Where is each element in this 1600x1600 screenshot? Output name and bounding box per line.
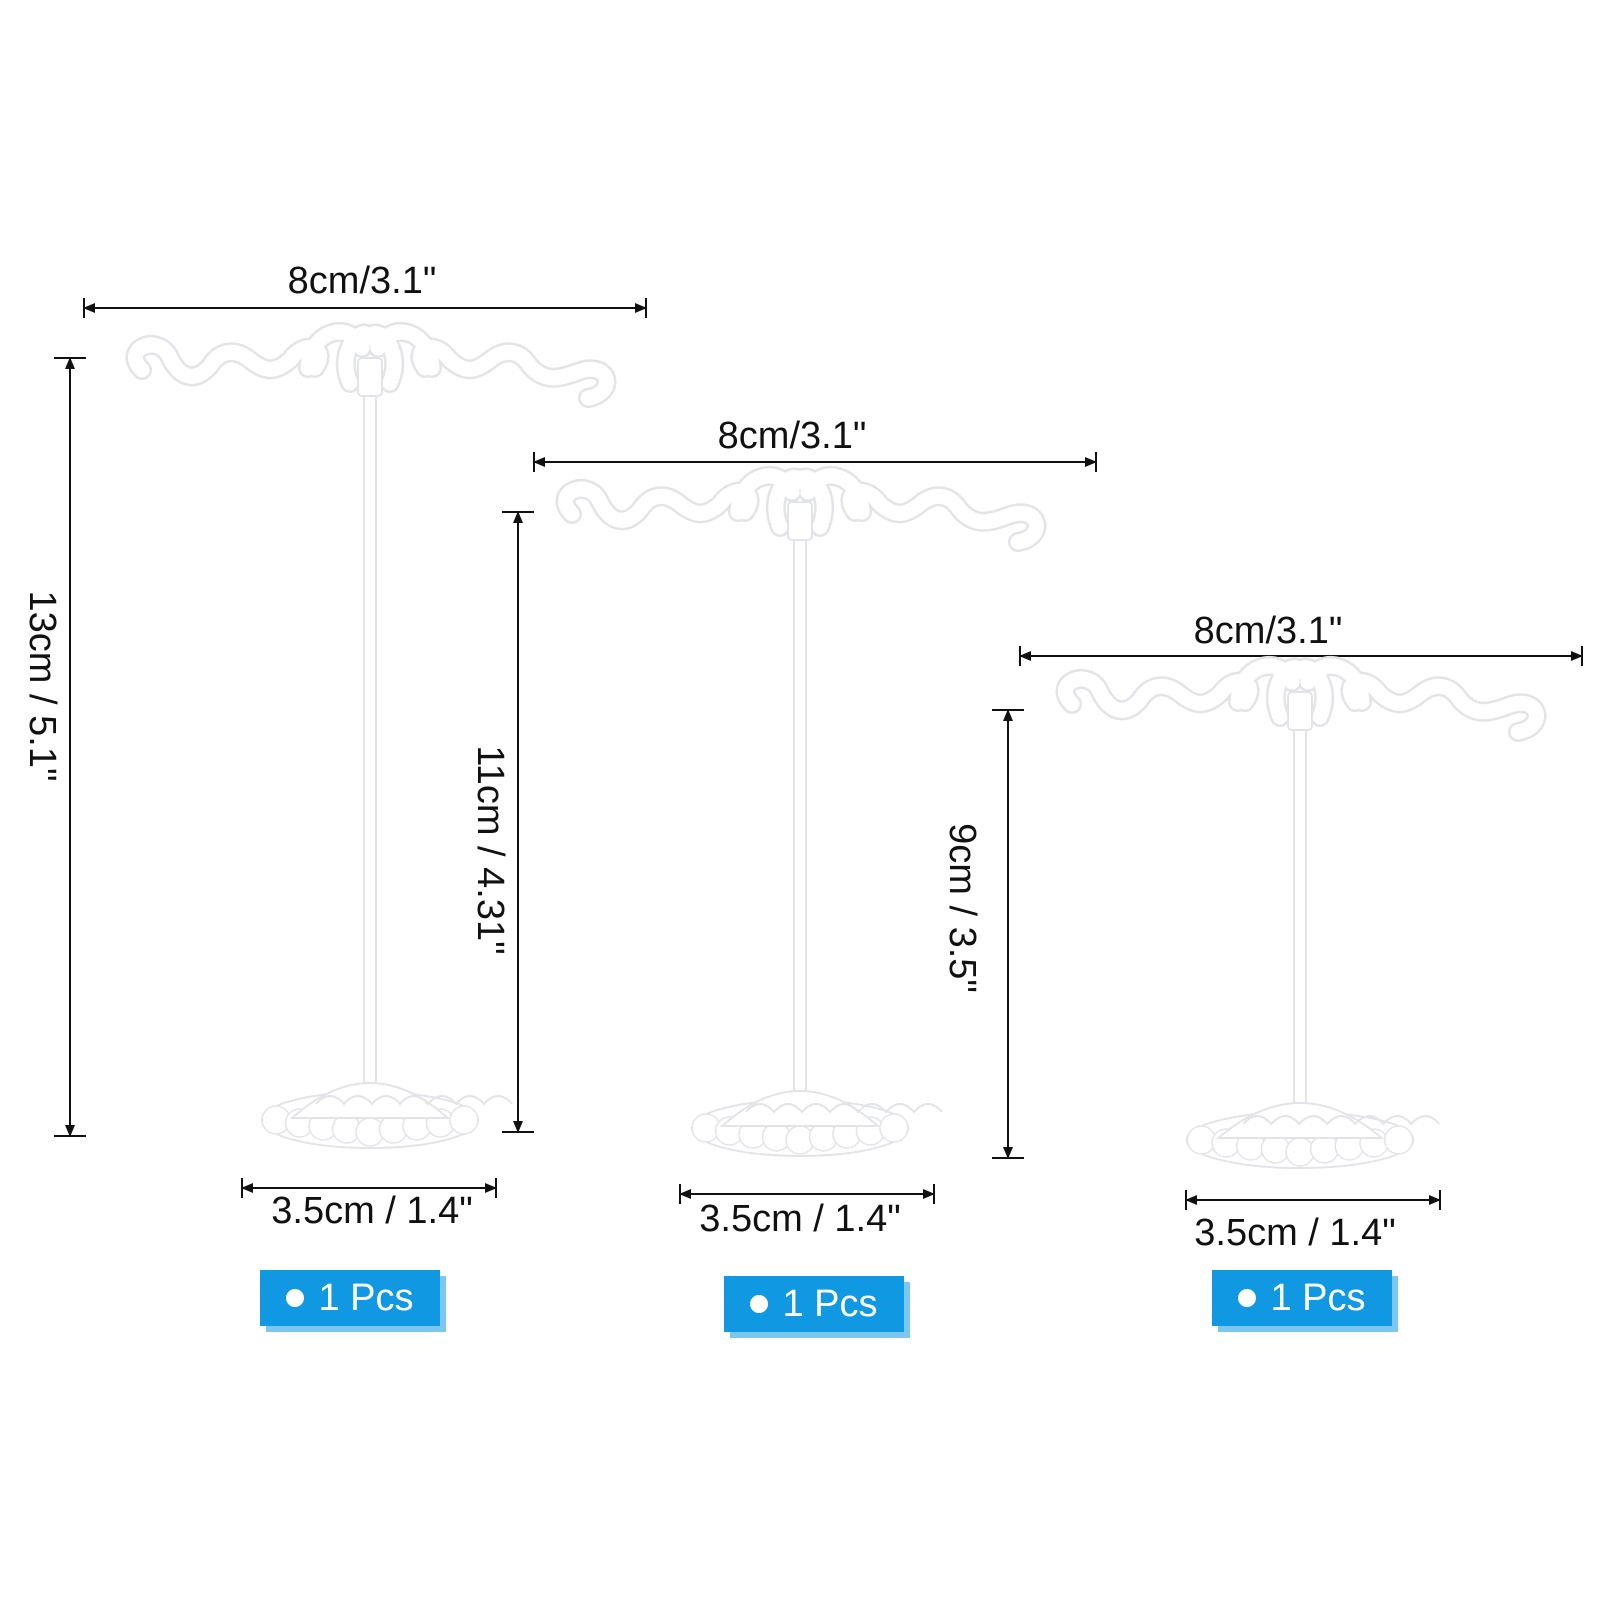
stand-3-width-label: 8cm/3.1"	[1193, 610, 1343, 652]
stand-2-width-dimension	[533, 452, 1097, 472]
stand-3-height-dimension	[992, 709, 1024, 1159]
stand-arm	[558, 468, 1044, 550]
stand-arm	[1058, 658, 1544, 740]
stand-2-base-label: 3.5cm / 1.4"	[699, 1198, 901, 1240]
stand-base-scallop	[1260, 1134, 1291, 1164]
stand-hub	[787, 501, 813, 541]
stand-1-height-label: 13cm / 5.1"	[21, 590, 63, 782]
stand-base-scallop	[1285, 1137, 1315, 1167]
stand-1-width-label: 8cm/3.1"	[287, 260, 437, 302]
earring-stand-1	[125, 322, 617, 1149]
earring-stand-2	[555, 466, 1047, 1157]
stand-hub	[1287, 691, 1313, 731]
stand-1-width-dimension	[83, 298, 647, 318]
stand-1-base-dimension	[241, 1178, 497, 1198]
stand-base-scallop	[1309, 1134, 1340, 1164]
stand-base-scallop	[1383, 1125, 1414, 1155]
stand-base-scallop	[879, 1113, 909, 1143]
stand-3-base-dimension	[1185, 1190, 1441, 1210]
stand-pole	[793, 539, 807, 1092]
stand-base-pattern	[745, 1103, 943, 1114]
stand-3-quantity-label: 1 Pcs	[1270, 1277, 1366, 1319]
stand-pole	[363, 395, 377, 1084]
stand-base-scallop	[449, 1105, 479, 1135]
stand-2-height-dimension	[502, 511, 534, 1133]
stand-3-base-label: 3.5cm / 1.4"	[1194, 1212, 1396, 1254]
stand-base-scallop	[1186, 1125, 1217, 1155]
stand-3-height-label: 9cm / 3.5"	[941, 823, 983, 993]
stand-2-quantity-label: 1 Pcs	[782, 1283, 878, 1325]
stand-pole	[1293, 729, 1307, 1104]
bullet-dot-icon	[1238, 1289, 1257, 1307]
stand-2-height-label: 11cm / 4.31"	[469, 745, 511, 955]
stand-1-quantity-badge: 1 Pcs	[260, 1270, 440, 1326]
stand-1-quantity-label: 1 Pcs	[318, 1277, 414, 1319]
stand-1-height-dimension	[54, 357, 86, 1137]
stand-3-width-dimension	[1019, 646, 1583, 666]
stand-arm	[128, 324, 614, 406]
stand-2-base-dimension	[679, 1184, 935, 1204]
stand-hub	[357, 357, 383, 397]
stand-2-width-label: 8cm/3.1"	[717, 415, 867, 457]
stand-2-quantity-badge: 1 Pcs	[724, 1276, 904, 1332]
stand-base-dome	[1215, 1102, 1385, 1139]
bullet-dot-icon	[286, 1289, 305, 1307]
stand-base-pattern	[1242, 1115, 1441, 1126]
stand-1-base-label: 3.5cm / 1.4"	[271, 1190, 473, 1232]
stand-base-pattern	[315, 1095, 513, 1106]
earring-stand-3	[1055, 656, 1547, 1169]
stand-3-quantity-badge: 1 Pcs	[1212, 1270, 1392, 1326]
bullet-dot-icon	[750, 1295, 769, 1313]
